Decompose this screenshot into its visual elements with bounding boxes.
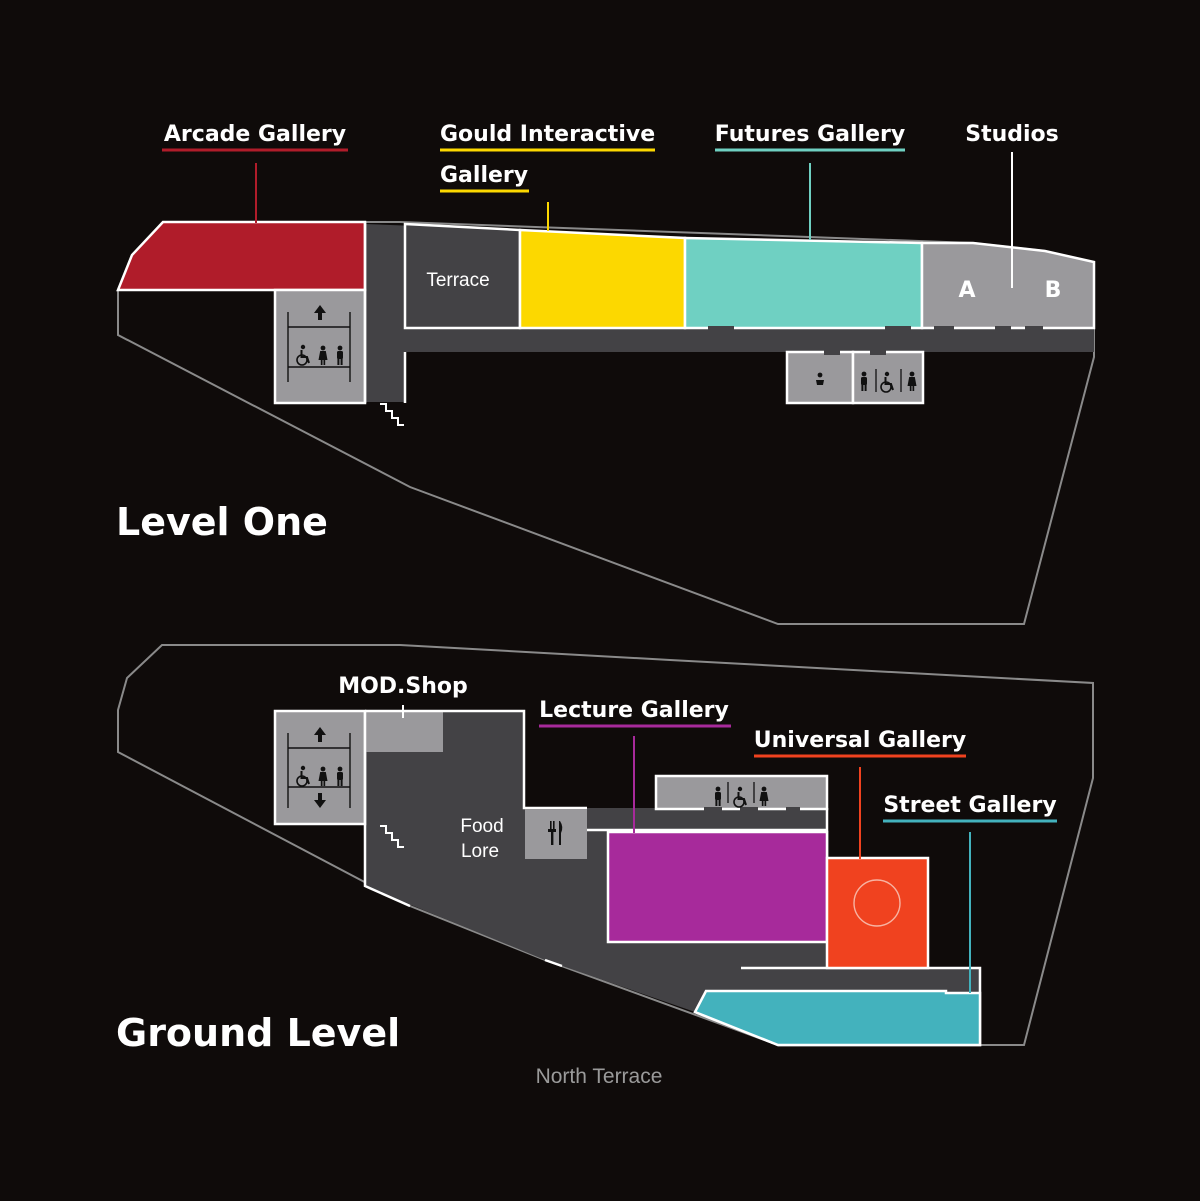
studios-room[interactable] (920, 241, 1096, 330)
gould-interactive-gallery-room[interactable] (518, 228, 687, 330)
elevator-down-icon (314, 793, 326, 808)
gould-gallery-label-line2[interactable]: Gallery (440, 163, 528, 188)
lecture-gallery-label[interactable]: Lecture Gallery (539, 698, 729, 723)
north-terrace-street-label: North Terrace (536, 1065, 663, 1088)
terrace-label: Terrace (426, 270, 489, 291)
level-one-plan: Terrace A B (116, 122, 1096, 625)
ground-door-marks (704, 807, 800, 811)
ground-floor-walls (363, 709, 982, 1047)
level-one-stairs-icon (379, 403, 405, 426)
food-lore-label-line1[interactable]: Food (460, 816, 503, 837)
cafe-cutlery-icon (548, 821, 563, 845)
studios-label[interactable]: Studios (965, 122, 1059, 147)
futures-gallery-label[interactable]: Futures Gallery (715, 122, 905, 147)
universal-gallery-room[interactable] (825, 856, 930, 970)
level-one-services-icons (287, 305, 351, 382)
level-one-door-marks (708, 326, 1043, 330)
ground-toilets-room[interactable] (654, 774, 829, 811)
arcade-gallery-room[interactable] (116, 220, 367, 292)
futures-gallery-room[interactable] (683, 236, 924, 330)
studio-a-label: A (958, 278, 975, 303)
lecture-gallery-room[interactable] (606, 830, 829, 944)
food-lore-label-line2[interactable]: Lore (461, 841, 499, 862)
baby-change-room[interactable] (785, 350, 855, 405)
gould-gallery-label-line1[interactable]: Gould Interactive (440, 122, 655, 147)
cafe-room[interactable] (525, 809, 587, 859)
street-gallery-label[interactable]: Street Gallery (883, 793, 1056, 818)
ground-level-title: Ground Level (116, 1011, 400, 1055)
mod-shop-label[interactable]: MOD.Shop (338, 674, 468, 699)
universal-gallery-label[interactable]: Universal Gallery (754, 728, 966, 753)
street-gallery-room[interactable] (693, 989, 982, 1047)
ground-level-plan: Food Lore MOD (116, 644, 1094, 1088)
elevator-up-icon (314, 727, 326, 742)
studio-b-label: B (1045, 278, 1062, 303)
baby-change-icon (816, 372, 824, 385)
ground-services-icons (287, 727, 351, 808)
arcade-gallery-label[interactable]: Arcade Gallery (164, 122, 346, 147)
level-one-title: Level One (116, 500, 328, 544)
universal-gallery-dome-icon (853, 879, 901, 927)
elevator-up-icon (314, 305, 326, 320)
